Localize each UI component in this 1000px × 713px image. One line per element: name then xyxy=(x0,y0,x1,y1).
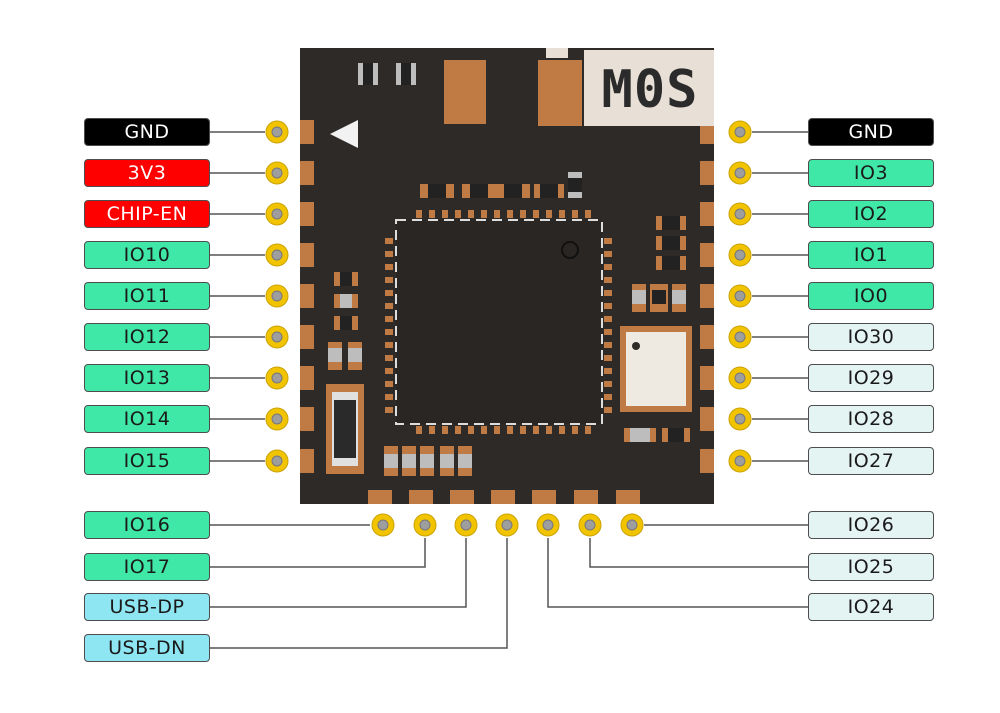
bottom-io24-pad-hole xyxy=(542,519,554,531)
left-io12-pad-hole xyxy=(271,331,283,343)
bottom-io25-pad-hole xyxy=(584,519,596,531)
wire-io17 xyxy=(210,538,426,568)
left-io13-pad-hole xyxy=(271,372,283,384)
bottom-io16-pad-hole xyxy=(377,519,389,531)
left-io11-pad-hole xyxy=(271,290,283,302)
pin-label-io1: IO1 xyxy=(808,241,934,269)
pin-label-gnd: GND xyxy=(84,118,210,146)
right-io0-pad-hole xyxy=(734,290,746,302)
bottom-usb-dp-pad-hole xyxy=(460,519,472,531)
bottom-io26-pad-hole xyxy=(626,519,638,531)
right-gnd-pad-hole xyxy=(734,126,746,138)
pin-label-io11: IO11 xyxy=(84,282,210,310)
right-io3-pad-hole xyxy=(734,167,746,179)
left-io14-pad-hole xyxy=(271,413,283,425)
right-io28-pad-hole xyxy=(734,413,746,425)
pin-label-io27: IO27 xyxy=(808,447,934,475)
pin-label-io17: IO17 xyxy=(84,553,210,581)
pin-label-io25: IO25 xyxy=(808,553,934,581)
pin-label-io30: IO30 xyxy=(808,323,934,351)
right-io29-pad-hole xyxy=(734,372,746,384)
right-io27-pad-hole xyxy=(734,455,746,467)
smd-components xyxy=(326,172,692,476)
right-io2-pad-hole xyxy=(734,208,746,220)
pin-label-io13: IO13 xyxy=(84,364,210,392)
left-3v3-pad-hole xyxy=(271,167,283,179)
top-components xyxy=(330,48,714,148)
wire-usb-dn xyxy=(210,538,508,649)
pin-label-io10: IO10 xyxy=(84,241,210,269)
pin-label-io24: IO24 xyxy=(808,593,934,621)
wire-usb-dp xyxy=(210,538,467,608)
right-io1-pad-hole xyxy=(734,249,746,261)
bottom-usb-dn-pad-hole xyxy=(501,519,513,531)
wire-io25 xyxy=(589,538,808,568)
pin-label-chip-en: CHIP-EN xyxy=(84,200,210,228)
pin-label-io26: IO26 xyxy=(808,511,934,539)
pin-label-io28: IO28 xyxy=(808,405,934,433)
left-io10-pad-hole xyxy=(271,249,283,261)
module-name: M0S xyxy=(601,60,699,120)
pin-label-io3: IO3 xyxy=(808,159,934,187)
pin-label-gnd: GND xyxy=(808,118,934,146)
pin-label-io14: IO14 xyxy=(84,405,210,433)
pin-label-io0: IO0 xyxy=(808,282,934,310)
pin-label-io29: IO29 xyxy=(808,364,934,392)
pin1-triangle-icon xyxy=(330,120,358,148)
main-chip xyxy=(385,210,612,434)
right-io30-pad-hole xyxy=(734,331,746,343)
left-chip-en-pad-hole xyxy=(271,208,283,220)
left-io15-pad-hole xyxy=(271,455,283,467)
edge-pads xyxy=(300,120,714,504)
pin-label-io2: IO2 xyxy=(808,200,934,228)
pin-label-io12: IO12 xyxy=(84,323,210,351)
pin-label-io16: IO16 xyxy=(84,511,210,539)
pin-label-usb-dn: USB-DN xyxy=(84,634,210,662)
pin-label-3v3: 3V3 xyxy=(84,159,210,187)
pin-wires xyxy=(210,131,808,649)
left-gnd-pad-hole xyxy=(271,126,283,138)
pin-label-io15: IO15 xyxy=(84,447,210,475)
wire-io24 xyxy=(547,538,808,608)
bottom-io17-pad-hole xyxy=(419,519,431,531)
pin-label-usb-dp: USB-DP xyxy=(84,593,210,621)
